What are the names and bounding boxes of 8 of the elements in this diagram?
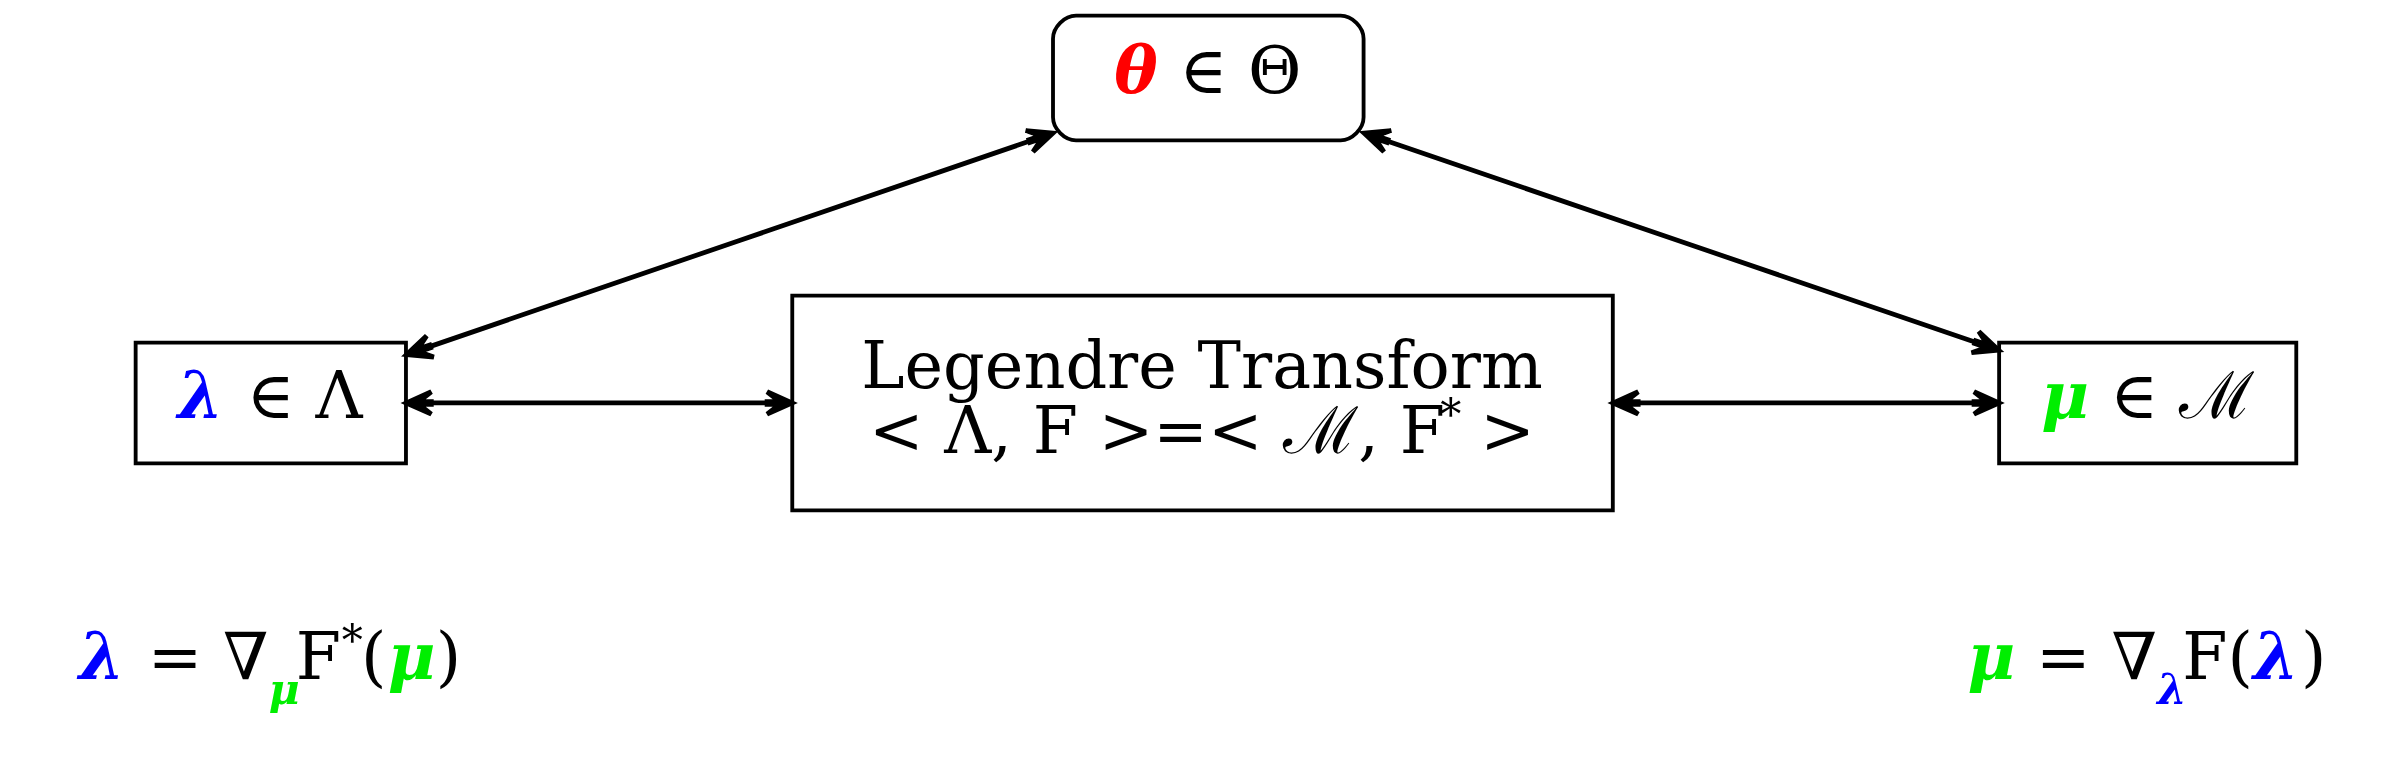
node-label: μ = ∇$_{λ}$F(λ) xyxy=(1967,618,2327,715)
node-box: Legendre Transform < Λ, F >=< ℳ, F$^{*}$ > xyxy=(790,293,1615,513)
node-box: μ ∈ ℳ xyxy=(1997,340,2299,466)
arrow xyxy=(1610,389,2002,417)
node-box: θ ∈ Θ xyxy=(1051,13,1366,143)
node-box: λ ∈ Λ xyxy=(133,340,408,466)
arrow xyxy=(404,128,1056,360)
arrow xyxy=(1361,128,2002,356)
